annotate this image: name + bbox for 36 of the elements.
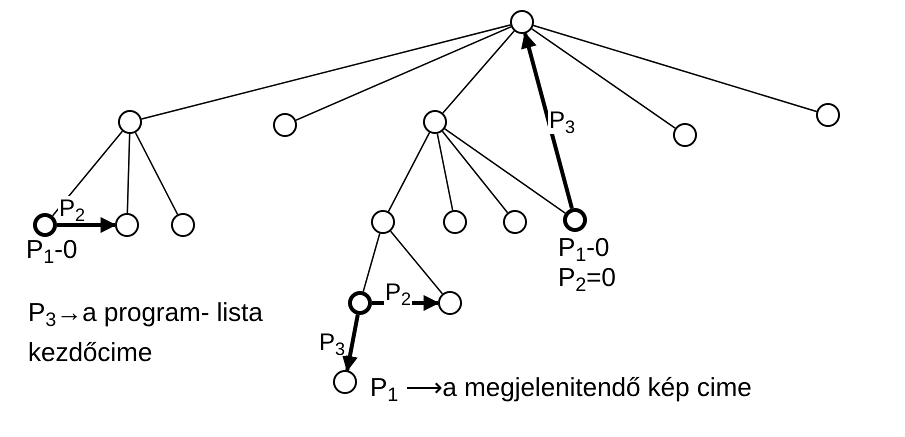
tree-line <box>296 26 512 121</box>
annotation-text: P$_{2}$=0 <box>558 262 616 292</box>
note-text: P$_{3}$→a program- lista kezdőcime <box>28 296 264 369</box>
tree-line <box>533 24 817 112</box>
tree-line <box>134 132 178 215</box>
tree-node <box>423 110 447 134</box>
filled-tree-node <box>33 213 57 237</box>
tree-line <box>390 230 443 294</box>
tree-node <box>443 210 467 234</box>
annotation-text: P$_{1}$ ⟶a megjelenitendő kép cime <box>370 372 752 402</box>
tree-node <box>510 10 534 34</box>
tree-node <box>115 213 139 237</box>
tree-node <box>171 213 195 237</box>
tree-node <box>118 110 142 134</box>
tree-line <box>362 233 380 292</box>
tree-node <box>673 123 697 147</box>
arrow <box>57 217 117 233</box>
tree-node <box>438 291 462 315</box>
filled-tree-node <box>563 208 587 232</box>
annotation-text: P$_{1}$-0 <box>26 234 78 264</box>
filled-tree-node <box>348 291 372 315</box>
arrow <box>521 32 574 209</box>
tree-line <box>436 134 454 210</box>
tree-line <box>442 30 515 114</box>
annotation-text: P$_{1}$-0 <box>558 232 610 262</box>
arrow <box>342 314 360 372</box>
tree-node <box>333 370 357 394</box>
edge-label: P$_{2}$ <box>58 196 86 222</box>
tree-node <box>371 210 395 234</box>
tree-node <box>816 103 840 127</box>
tree-line <box>388 132 430 212</box>
tree-node <box>273 113 297 137</box>
tree-line <box>126 134 130 214</box>
tree-line <box>141 24 511 120</box>
tree-line <box>442 130 508 214</box>
tree-node <box>503 210 527 234</box>
